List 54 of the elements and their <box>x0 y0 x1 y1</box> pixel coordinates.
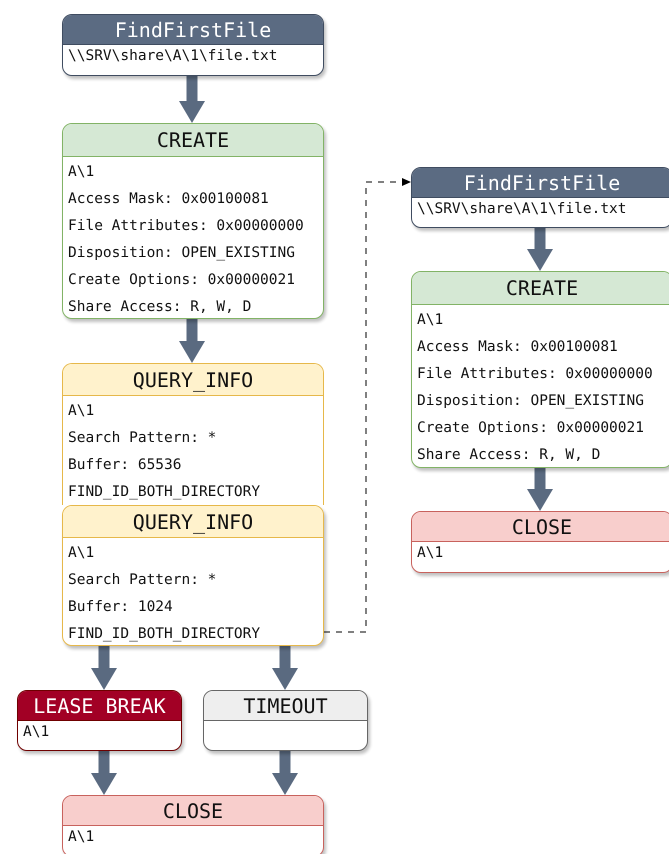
field-text: Disposition: OPEN_EXISTING <box>416 392 645 411</box>
arrow <box>527 468 553 511</box>
box-header: LEASE BREAK <box>18 691 181 721</box>
process-box <box>62 14 324 76</box>
field-text: Share Access: R, W, D <box>67 298 252 317</box>
field-text: Buffer: 1024 <box>67 598 174 617</box>
box-header: QUERY_INFO <box>63 364 323 396</box>
field-text: A\1 <box>67 402 96 421</box>
field-text: A\1 <box>67 828 96 847</box>
process-box <box>17 690 182 751</box>
box-header: CLOSE <box>63 796 323 826</box>
process-box <box>62 363 324 505</box>
process-box <box>62 505 324 646</box>
field-text: Create Options: 0x00000021 <box>416 419 645 438</box>
field-text: A\1 <box>416 311 444 330</box>
box-header: FindFirstFile <box>63 15 323 45</box>
field-text: Create Options: 0x00000021 <box>67 271 296 290</box>
arrow <box>272 751 298 795</box>
box-header: FindFirstFile <box>412 168 669 198</box>
field-text: A\1 <box>416 544 444 563</box>
field-text: A\1 <box>22 723 50 742</box>
process-box <box>62 795 324 854</box>
process-box <box>62 123 324 319</box>
arrow <box>91 751 117 795</box>
field-text: Disposition: OPEN_EXISTING <box>67 244 296 263</box>
arrow <box>527 228 553 271</box>
field-text: Search Pattern: * <box>67 571 218 590</box>
process-box <box>203 690 368 751</box>
box-header: CREATE <box>63 124 323 157</box>
field-text: \\SRV\share\A\1\file.txt <box>67 47 279 66</box>
field-text: File Attributes: 0x00000000 <box>416 365 654 384</box>
field-text: A\1 <box>67 163 96 182</box>
field-text: A\1 <box>67 544 96 563</box>
process-box <box>411 167 669 228</box>
field-text: FIND_ID_BOTH_DIRECTORY <box>67 625 262 644</box>
field-text: Search Pattern: * <box>67 429 218 448</box>
field-text: FIND_ID_BOTH_DIRECTORY <box>67 483 262 502</box>
box-header: QUERY_INFO <box>63 506 323 538</box>
field-text: File Attributes: 0x00000000 <box>67 217 305 236</box>
field-text: \\SRV\share\A\1\file.txt <box>416 200 628 219</box>
arrow <box>91 646 117 690</box>
arrow <box>179 319 205 363</box>
arrow <box>272 646 298 690</box>
process-box <box>411 271 669 468</box>
box-header: CLOSE <box>412 512 669 542</box>
field-text: Access Mask: 0x00100081 <box>67 190 270 209</box>
dashed-arrow <box>324 178 411 632</box>
arrow <box>179 76 205 123</box>
box-header: CREATE <box>412 272 669 305</box>
box-header: TIMEOUT <box>204 691 367 721</box>
field-text: Buffer: 65536 <box>67 456 182 475</box>
process-box <box>411 511 669 573</box>
field-text: Share Access: R, W, D <box>416 446 602 465</box>
field-text: Access Mask: 0x00100081 <box>416 338 619 357</box>
